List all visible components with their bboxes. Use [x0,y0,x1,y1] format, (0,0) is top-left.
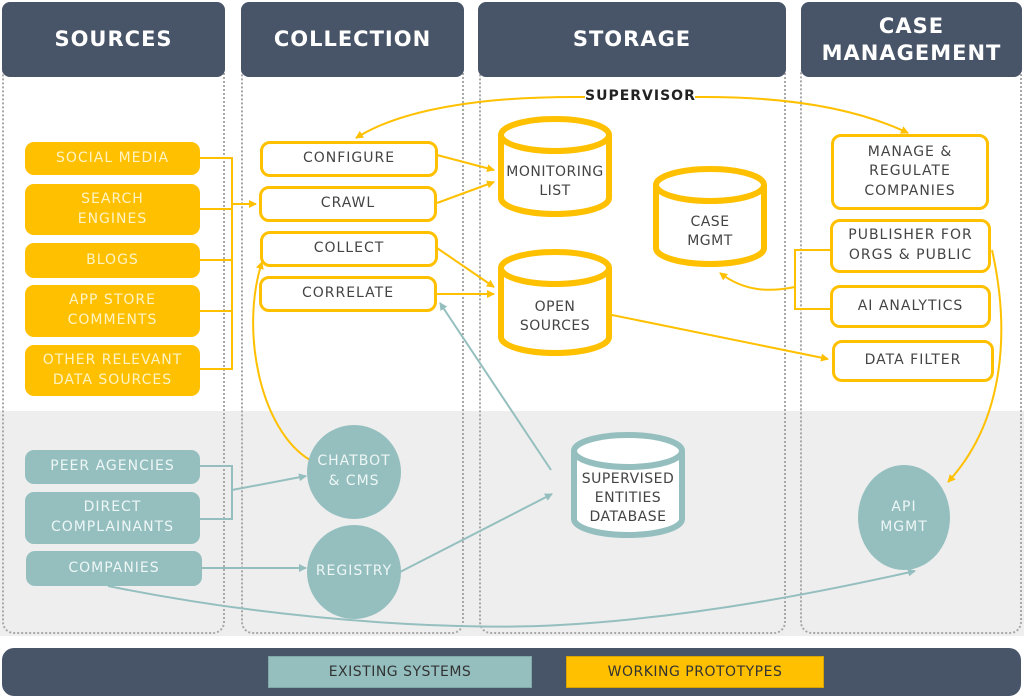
header-storage: STORAGE [478,2,786,77]
sources-bracket [200,157,257,370]
chatbot-cms-node[interactable]: CHATBOT & CMS [307,425,401,519]
monitoring-list-label: MONITORING LIST [506,164,604,199]
source-social-media[interactable]: SOCIAL MEDIA [25,142,200,175]
case-bracket [719,249,830,310]
source-blogs[interactable]: BLOGS [25,243,200,278]
supervisor-to-configure-arrow [355,95,586,139]
header-sources: SOURCES [2,2,225,77]
collection-configure[interactable]: CONFIGURE [260,141,438,177]
open-sources-cylinder [498,249,612,356]
existing-bracket [200,465,307,520]
header-case-management: CASE MANAGEMENT [801,2,1022,77]
case-mgmt-cylinder [653,166,767,267]
supervisor-label: SUPERVISOR [585,88,696,104]
supervised-entities-cylinder [571,432,685,538]
header-collection: COLLECTION [241,2,464,77]
case-manage-regulate[interactable]: MANAGE & REGULATE COMPANIES [831,134,989,210]
monitoring-list-cylinder [498,116,612,217]
legend-working-prototypes: WORKING PROTOTYPES [566,656,824,688]
storage-column [479,70,786,634]
source-app-store-comments[interactable]: APP STORE COMMENTS [25,285,200,337]
open-sources-to-data-filter-arrow [606,313,829,362]
publisher-to-api-arrow [947,249,1003,483]
collection-crawl[interactable]: CRAWL [259,186,437,222]
collection-column [241,70,464,634]
source-peer-agencies[interactable]: PEER AGENCIES [25,450,200,484]
registry-to-supervised-arrow [399,493,553,573]
supervised-to-correlate-arrow [439,302,552,471]
source-companies[interactable]: COMPANIES [26,551,202,586]
case-publisher[interactable]: PUBLISHER FOR ORGS & PUBLIC [830,219,991,273]
chatbot-to-collect-arrow [252,261,311,461]
registry-node[interactable]: REGISTRY [307,525,401,619]
case-ai-analytics[interactable]: AI ANALYTICS [830,285,991,328]
sources-column [2,70,225,634]
companies-to-api-arrow [107,568,916,628]
legend-existing-systems: EXISTING SYSTEMS [268,656,532,688]
supervisor-to-manage-arrow [694,95,909,134]
case-data-filter[interactable]: DATA FILTER [832,340,994,382]
source-direct-complainants[interactable]: DIRECT COMPLAINANTS [25,492,200,544]
case-mgmt-label: CASE MGMT [687,214,733,249]
source-other-data-sources[interactable]: OTHER RELEVANT DATA SOURCES [25,345,200,396]
collection-collect[interactable]: COLLECT [260,231,438,267]
open-sources-label: OPEN SOURCES [519,299,591,334]
collection-correlate[interactable]: CORRELATE [259,276,437,312]
case-management-column [800,70,1022,634]
collect-to-open-sources-arrow [436,247,495,288]
source-search-engines[interactable]: SEARCH ENGINES [25,184,200,235]
configure-to-monitoring-arrow [436,154,495,173]
api-mgmt-node[interactable]: API MGMT [858,465,950,570]
supervised-entities-label: SUPERVISED ENTITIES DATABASE [581,471,675,525]
crawl-to-monitoring-arrow [436,180,495,204]
